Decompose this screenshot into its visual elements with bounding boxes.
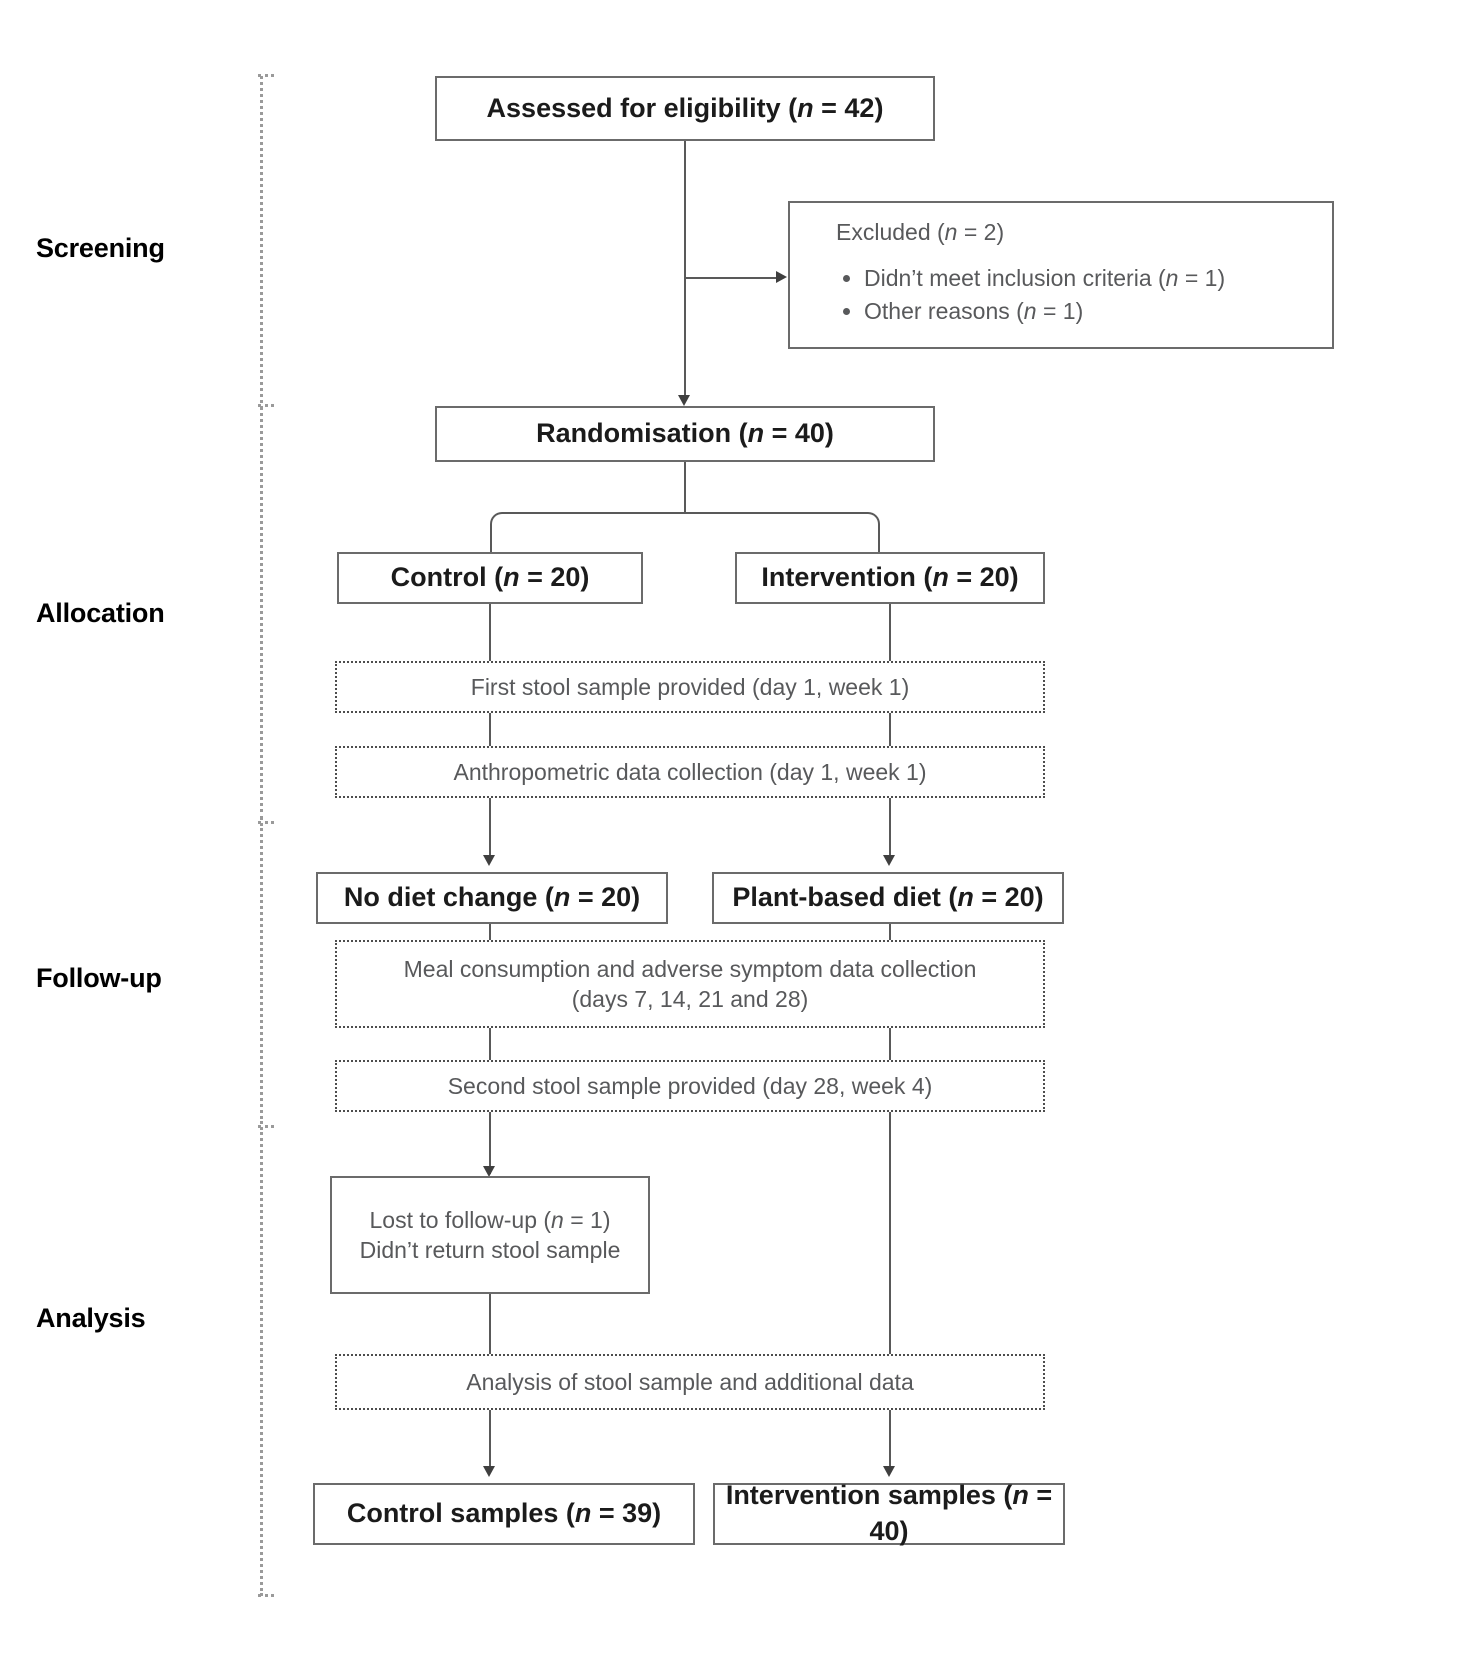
node-anthropometric-label: Anthropometric data collection (day 1, w… (453, 758, 927, 785)
node-randomisation: Randomisation (n = 40) (435, 406, 935, 462)
connector-plant-based-diet-to-meal-data (889, 924, 891, 950)
node-meal-consumption-data: Meal consumption and adverse symptom dat… (335, 940, 1045, 1028)
node-lost-to-followup: Lost to follow-up (n = 1) Didn’t return … (330, 1176, 650, 1294)
connector-assessed-to-randomisation (684, 141, 686, 401)
arrowhead-control-samples (483, 1466, 495, 1477)
node-first-stool-label: First stool sample provided (day 1, week… (470, 673, 910, 700)
node-excluded-title: Excluded (n = 2) (836, 219, 1005, 245)
connector-randomisation-splitter (490, 512, 880, 554)
node-second-stool-sample: Second stool sample provided (day 28, we… (335, 1060, 1045, 1112)
node-randomisation-label: Randomisation (n = 40) (536, 418, 834, 449)
node-no-diet-change: No diet change (n = 20) (316, 872, 668, 924)
node-excluded-reason-1: Didn’t meet inclusion criteria (n = 1) (864, 263, 1332, 293)
node-excluded: Excluded (n = 2) Didn’t meet inclusion c… (788, 201, 1334, 349)
bracket-hook-allocation-top (258, 404, 274, 407)
connector-control-to-first-stool (489, 604, 491, 661)
node-analysis-of-stool-label: Analysis of stool sample and additional … (466, 1368, 914, 1395)
node-intervention-label: Intervention (n = 20) (761, 562, 1019, 593)
node-control-samples-label: Control samples (n = 39) (346, 1498, 662, 1529)
arrowhead-no-diet-change (483, 855, 495, 866)
arrowhead-randomisation (678, 395, 690, 406)
connector-lost-followup-to-analysis (489, 1294, 491, 1354)
node-intervention: Intervention (n = 20) (735, 552, 1045, 604)
node-plant-based-diet: Plant-based diet (n = 20) (712, 872, 1064, 924)
bracket-followup (260, 823, 263, 1124)
node-excluded-reason-2: Other reasons (n = 1) (864, 296, 1332, 326)
arrowhead-plant-based-diet (883, 855, 895, 866)
stage-label-followup: Follow-up (36, 963, 162, 993)
connector-no-diet-change-to-meal-data (489, 924, 491, 950)
connector-anthropometric-to-no-diet-change (489, 798, 491, 860)
node-control-samples: Control samples (n = 39) (313, 1483, 695, 1545)
arrowhead-excluded (776, 271, 787, 283)
connector-first-stool-to-anthropometric-left (489, 713, 491, 746)
node-first-stool-sample: First stool sample provided (day 1, week… (335, 661, 1045, 713)
bracket-hook-followup-top (258, 821, 274, 824)
node-lost-followup-line1: Lost to follow-up (n = 1) (369, 1206, 611, 1233)
node-second-stool-label: Second stool sample provided (day 28, we… (447, 1072, 933, 1099)
connector-second-stool-to-lost-followup (489, 1112, 491, 1174)
connector-analysis-to-control-samples (489, 1410, 491, 1472)
arrowhead-lost-followup (483, 1166, 495, 1177)
connector-intervention-to-first-stool (889, 604, 891, 661)
bracket-hook-screening-top (258, 74, 274, 77)
stage-label-screening: Screening (36, 233, 165, 263)
stage-label-allocation: Allocation (36, 598, 165, 628)
bracket-allocation (260, 406, 263, 820)
connector-first-stool-to-anthropometric-right (889, 713, 891, 746)
connector-meal-data-to-second-stool-left (489, 1028, 491, 1060)
connector-assessed-to-excluded (686, 277, 778, 279)
bracket-analysis (260, 1127, 263, 1596)
node-control: Control (n = 20) (337, 552, 643, 604)
stage-label-analysis: Analysis (36, 1303, 146, 1333)
node-plant-based-diet-label: Plant-based diet (n = 20) (732, 882, 1044, 913)
node-intervention-samples-label: Intervention samples (n = 40) (725, 1480, 1053, 1546)
node-meal-consumption-line2: (days 7, 14, 21 and 28) (571, 986, 809, 1012)
node-control-label: Control (n = 20) (390, 562, 590, 593)
node-intervention-samples: Intervention samples (n = 40) (713, 1480, 1065, 1546)
node-meal-consumption-line1: Meal consumption and adverse symptom dat… (403, 955, 977, 982)
arrowhead-intervention-samples (883, 1466, 895, 1477)
bracket-hook-analysis-bottom (258, 1594, 274, 1597)
connector-randomisation-stem (684, 462, 686, 512)
node-excluded-reasons: Didn’t meet inclusion criteria (n = 1) O… (836, 263, 1332, 326)
node-assessed-label: Assessed for eligibility (n = 42) (486, 92, 884, 123)
node-no-diet-change-label: No diet change (n = 20) (343, 882, 641, 913)
connector-anthropometric-to-plant-based-diet (889, 798, 891, 860)
node-lost-followup-line2: Didn’t return stool sample (359, 1237, 621, 1263)
node-analysis-of-stool: Analysis of stool sample and additional … (335, 1354, 1045, 1410)
connector-meal-data-to-second-stool-right (889, 1028, 891, 1060)
node-anthropometric-data: Anthropometric data collection (day 1, w… (335, 746, 1045, 798)
bracket-screening (260, 76, 263, 403)
node-assessed-for-eligibility: Assessed for eligibility (n = 42) (435, 76, 935, 141)
connector-second-stool-to-analysis-right (889, 1112, 891, 1354)
connector-analysis-to-intervention-samples (889, 1410, 891, 1472)
bracket-hook-analysis-top (258, 1125, 274, 1128)
